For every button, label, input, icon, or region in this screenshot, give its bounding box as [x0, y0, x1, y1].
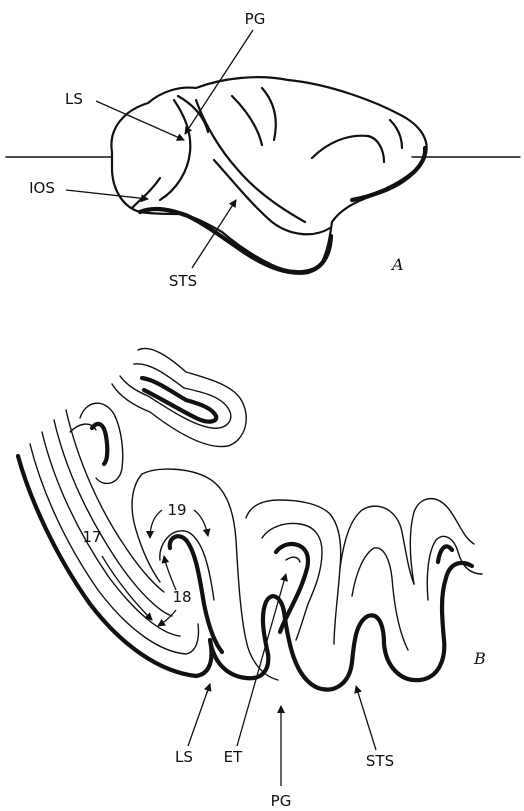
pointer-ios-a	[66, 190, 148, 199]
label-et-b: ET	[224, 748, 243, 766]
lunate-sulcus	[160, 100, 190, 200]
small-fold-outer	[80, 403, 123, 483]
pointer-sts-a	[192, 200, 236, 268]
inferior-occipital-sulcus	[132, 178, 160, 208]
arcuate-sulcus	[312, 136, 384, 162]
pointer-sts-b	[356, 686, 376, 750]
arrow-19-right	[194, 510, 208, 536]
label-ls-a: LS	[65, 90, 83, 108]
panel-b-section: 17 18 19 LS ET PG STS B	[18, 348, 486, 810]
right-gyrus-inner	[352, 548, 408, 650]
label-pg-b: PG	[271, 792, 292, 810]
gyrus-18-19-inner-left	[132, 474, 160, 582]
pointer-et-b	[237, 574, 286, 746]
panel-label-a: A	[390, 255, 404, 274]
right-end-gyrus-thick	[438, 546, 452, 562]
intraparietal-sulcus	[232, 96, 262, 145]
right-end-gyrus-inner	[427, 536, 482, 600]
panel-label-b: B	[473, 649, 486, 668]
principal-sulcus	[390, 120, 402, 148]
temporal-lobe-edge	[214, 160, 330, 234]
label-ls-b: LS	[175, 748, 193, 766]
label-sts-a: STS	[169, 272, 197, 290]
striate-outer-boundary	[18, 456, 211, 676]
area-label-19: 19	[167, 501, 186, 519]
boundary-arrow-18-17	[158, 610, 176, 626]
middle-gyrus-fold-mid	[262, 524, 322, 640]
central-sulcus	[262, 88, 276, 140]
area-label-18: 18	[172, 588, 191, 606]
area-label-17: 17	[82, 528, 101, 546]
right-gyrus-outer	[340, 506, 414, 584]
pointer-ls-b	[188, 684, 210, 746]
label-ios-a: IOS	[29, 179, 55, 197]
brain-frontal-edge	[352, 148, 425, 200]
arrow-18-up	[164, 556, 176, 590]
label-pg-a: PG	[245, 10, 266, 28]
brain-outline	[111, 77, 426, 271]
brain-ventral-edge	[140, 209, 331, 273]
right-end-gyrus-outer	[410, 499, 474, 584]
middle-gyrus-outer	[246, 500, 341, 644]
middle-gyrus-inner-stem	[286, 557, 300, 562]
panel-a-brain: PG LS IOS STS A	[6, 10, 520, 290]
label-sts-b: STS	[366, 752, 394, 770]
pointer-pg-a	[185, 30, 253, 134]
arrow-19-left	[150, 510, 162, 538]
cortex-bottom-boundary	[210, 563, 472, 690]
boundary-arrow-17-18	[102, 556, 152, 620]
small-fold-inner	[92, 424, 107, 464]
